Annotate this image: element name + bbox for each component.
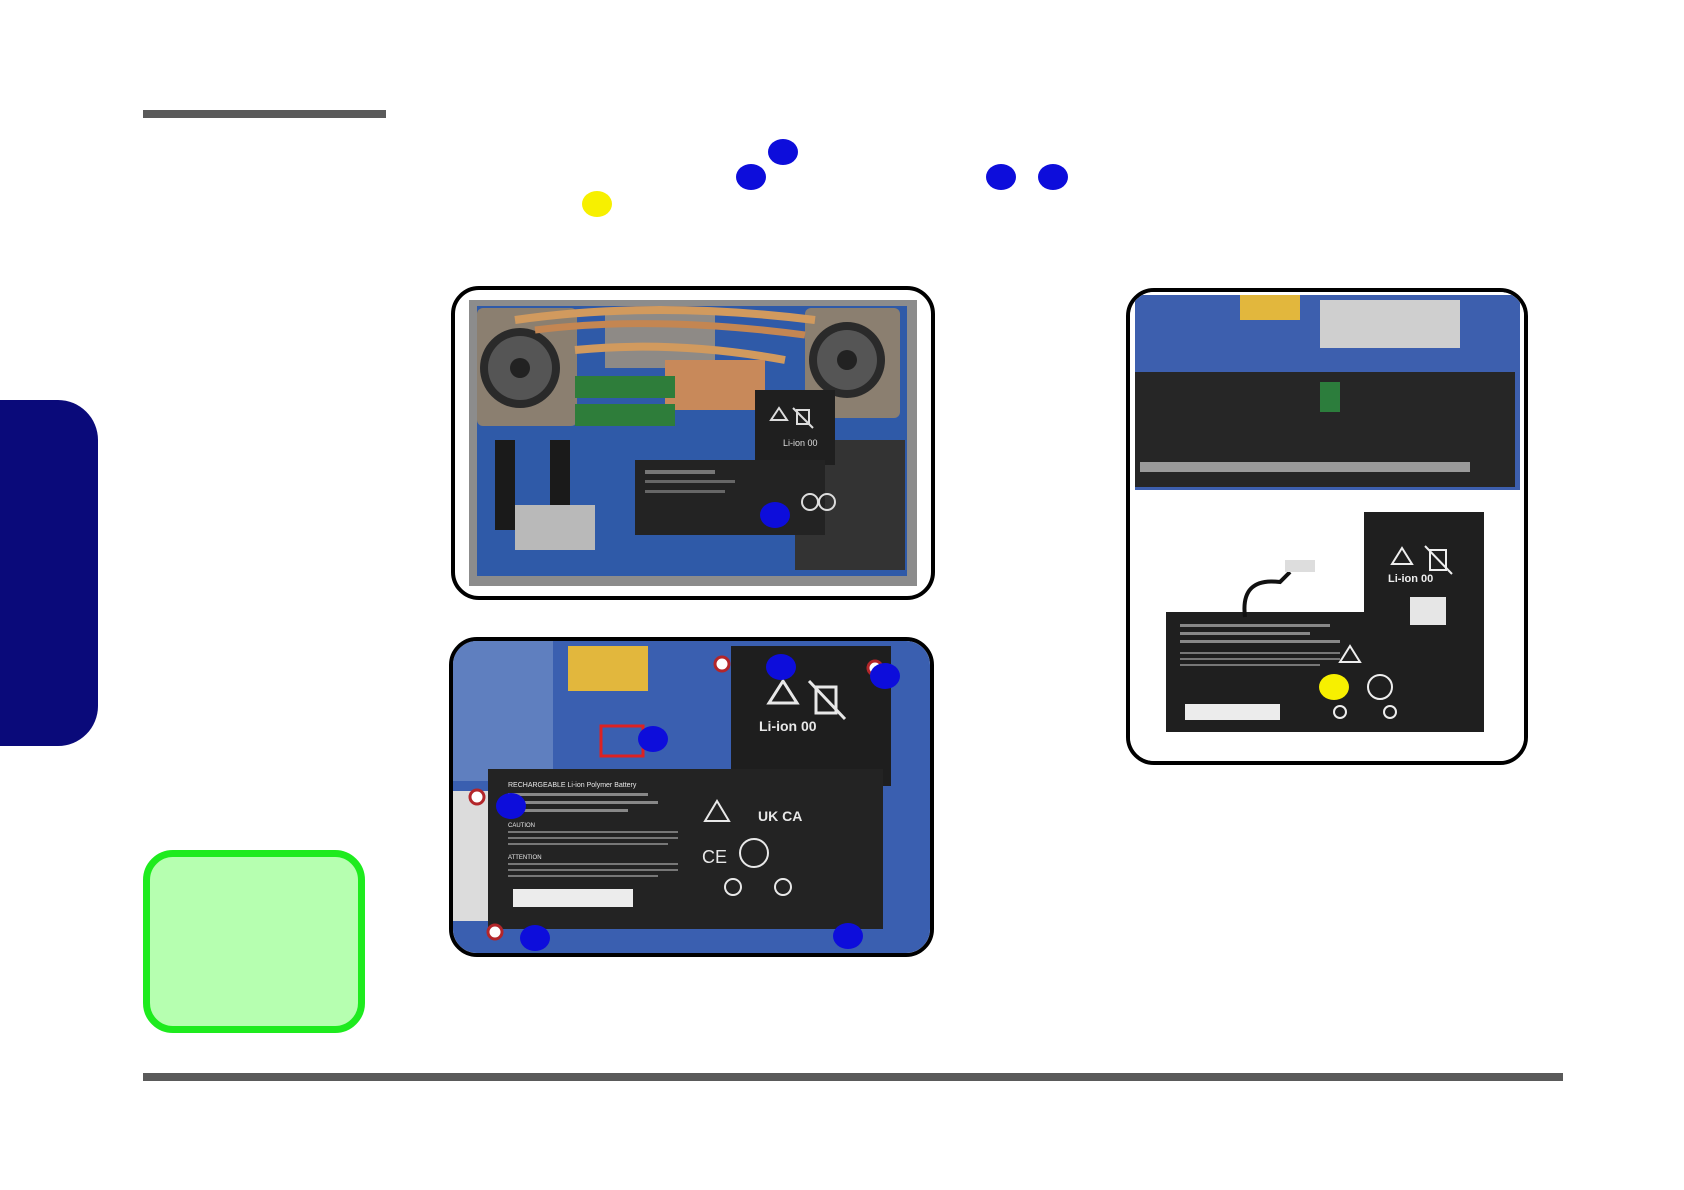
callout-marker-blue	[986, 164, 1016, 190]
ce-mark: CE	[702, 847, 727, 867]
chapter-side-tab	[0, 400, 98, 746]
callout-marker-blue	[833, 923, 863, 949]
callout-marker-blue	[736, 164, 766, 190]
battery-label-removed: Li-ion 00	[1388, 573, 1433, 585]
battery-caution-text: CAUTION	[508, 823, 535, 829]
laptop-internals-drawing: Li-ion 00	[455, 290, 931, 596]
callout-marker-blue	[1038, 164, 1068, 190]
callout-marker-blue	[768, 139, 798, 165]
header-rule	[143, 110, 386, 118]
callout-marker-blue	[870, 663, 900, 689]
callout-marker-blue	[496, 793, 526, 819]
note-box	[143, 850, 365, 1033]
battery-label-large: Li-ion 00	[759, 718, 817, 734]
ukca-mark: UK CA	[758, 808, 802, 824]
battery-screws-drawing: Li-ion 00 RECHARGEABLE Li-ion Polymer Ba…	[453, 641, 930, 953]
screw-icon	[488, 925, 502, 939]
crossed-bin-icon	[793, 408, 813, 428]
battery-attention-text: ATTENTION	[508, 855, 542, 861]
callout-marker-yellow	[582, 191, 612, 217]
footer-rule	[143, 1073, 1563, 1081]
callout-marker-blue	[520, 925, 550, 951]
photo-battery-removed: Li-ion 00	[1126, 288, 1528, 765]
photo-laptop-internals: Li-ion 00	[451, 286, 935, 600]
photo-battery-screws: Li-ion 00 RECHARGEABLE Li-ion Polymer Ba…	[449, 637, 934, 957]
battery-label-small: Li-ion 00	[783, 438, 818, 448]
callout-marker-yellow	[1319, 674, 1349, 700]
screw-icon	[715, 657, 729, 671]
callout-marker-blue	[766, 654, 796, 680]
callout-marker-blue	[638, 726, 668, 752]
callout-marker-blue	[760, 502, 790, 528]
screw-icon	[470, 790, 484, 804]
battery-header-text: RECHARGEABLE Li-ion Polymer Battery	[508, 782, 637, 789]
